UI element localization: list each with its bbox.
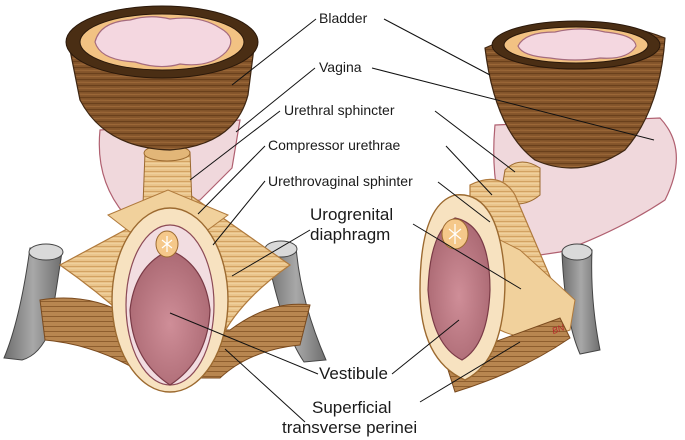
label-urethral-sphincter: Urethral sphincter [284, 102, 395, 118]
right-vestibule [427, 217, 491, 361]
label-vestibule: Vestibule [319, 364, 388, 383]
label-urogenital-line1: Urogrenital [310, 205, 393, 224]
label-superficial-line2: transverse perinei [282, 418, 417, 437]
left-figure [3, 5, 327, 393]
label-superficial-line1: Superficial [312, 398, 391, 417]
label-bladder: Bladder [319, 10, 368, 26]
label-vagina: Vagina [319, 59, 362, 75]
leader-lines [169, 18, 655, 423]
label-urogenital-line2: diaphragm [310, 225, 390, 244]
right-bladder [484, 20, 666, 169]
artist-signature: BN [551, 322, 567, 336]
right-superficial-transverse-perinei [444, 317, 571, 393]
right-figure: BN [419, 20, 677, 393]
labels: Bladder Vagina Urethral sphincter Compre… [268, 10, 417, 437]
label-compressor-urethrae: Compressor urethrae [268, 137, 400, 153]
label-urethrovaginal-sphinter: Urethrovaginal sphinter [268, 173, 413, 189]
left-vestibule [129, 249, 211, 386]
left-bladder [65, 5, 259, 151]
